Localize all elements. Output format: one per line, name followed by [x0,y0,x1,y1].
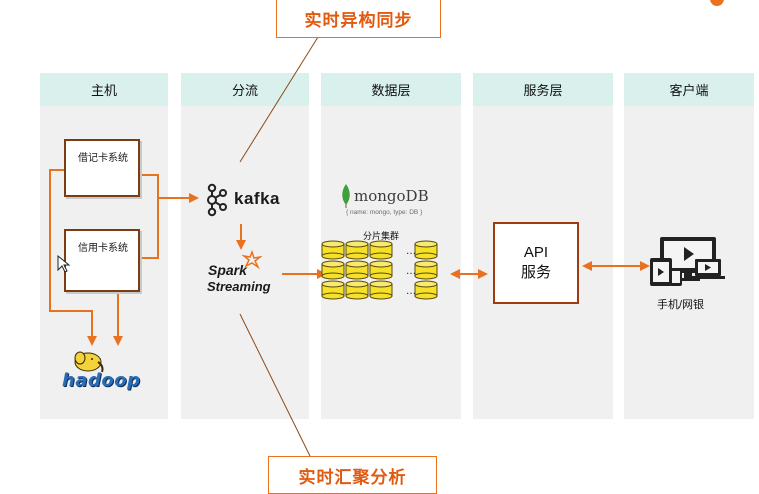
mongodb-label: mongoDB [354,187,429,205]
shard-node [321,260,345,280]
shard-node [414,240,438,260]
shard-node [414,260,438,280]
shard-node [345,260,369,280]
debit-card-system-box: 借记卡系统 [64,139,140,197]
shard-node [369,240,393,260]
shard-ellipsis: … [406,286,416,297]
credit-card-system-box: 信用卡系统 [64,229,140,292]
callout-realtime-sync: 实时异构同步 [276,0,441,38]
service-label: 服务 [520,264,551,281]
debit-card-system-label: 借记卡系统 [78,153,128,164]
arrow-credit-kafka [140,198,159,259]
shard-node [345,280,369,300]
mongodb-sublabel: { name: mongo, type: DB } [346,209,423,216]
column-host: 主机 [40,73,168,419]
column-header-service: 服务层 [473,73,613,106]
column-header-client: 客户端 [624,73,754,106]
arrow-debit-hadoop [49,169,97,346]
shard-cluster-label: 分片集群 [363,231,400,241]
shard-node [369,260,393,280]
shard-node [345,240,369,260]
kafka-label: kafka [234,189,280,208]
shard-ellipsis: … [406,246,416,257]
spark-label: Spark [208,262,247,278]
client-label: 手机/网银 [657,299,705,311]
arrow-debit-kafka [140,174,199,203]
api-service-box: API 服务 [493,222,579,304]
callout-top-leader [239,36,319,163]
shard-node [321,280,345,300]
shard-node [414,280,438,300]
column-header-data: 数据层 [321,73,461,106]
column-header-split: 分流 [181,73,309,106]
streaming-label: Streaming [207,279,271,294]
shard-node [321,240,345,260]
hadoop-label: hadoop [62,370,141,391]
shard-ellipsis: … [406,266,416,277]
callout-bottom-leader [239,313,311,457]
shard-node [369,280,393,300]
api-label: API [523,244,549,261]
column-header-host: 主机 [40,73,168,106]
credit-card-system-label: 信用卡系统 [78,243,128,254]
brand-logo-icon [710,0,724,6]
